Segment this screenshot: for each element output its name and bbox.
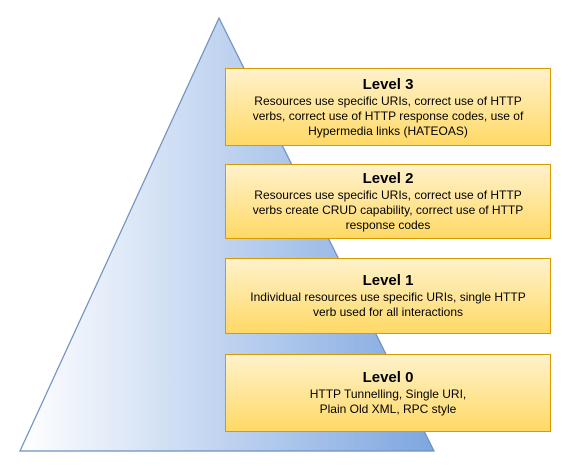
level-0-description-line: Plain Old XML, RPC style xyxy=(319,402,457,416)
level-3-description-line: Hypermedia links (HATEOAS) xyxy=(308,123,468,138)
level-1-description-line: verb used for all interactions xyxy=(312,305,464,319)
level-3-title: Level 3 xyxy=(362,75,414,93)
level-2-description-line: response codes xyxy=(345,218,431,232)
level-1-title: Level 1 xyxy=(362,272,414,289)
level-2-description-line: Resources use specific URIs, correct use… xyxy=(254,188,522,202)
level-2-title: Level 2 xyxy=(362,170,414,187)
level-0-description-line: HTTP Tunnelling, Single URI, xyxy=(309,387,467,401)
level-1-description-line: Individual resources use specific URIs, … xyxy=(250,290,526,304)
level-2-description-line: verbs create CRUD capability, correct us… xyxy=(252,203,524,217)
level-0-title: Level 0 xyxy=(362,369,414,386)
level-3-description-line: Resources use specific URIs, correct use… xyxy=(254,93,522,108)
level-3-description-line: verbs, correct use of HTTP response code… xyxy=(252,108,524,123)
